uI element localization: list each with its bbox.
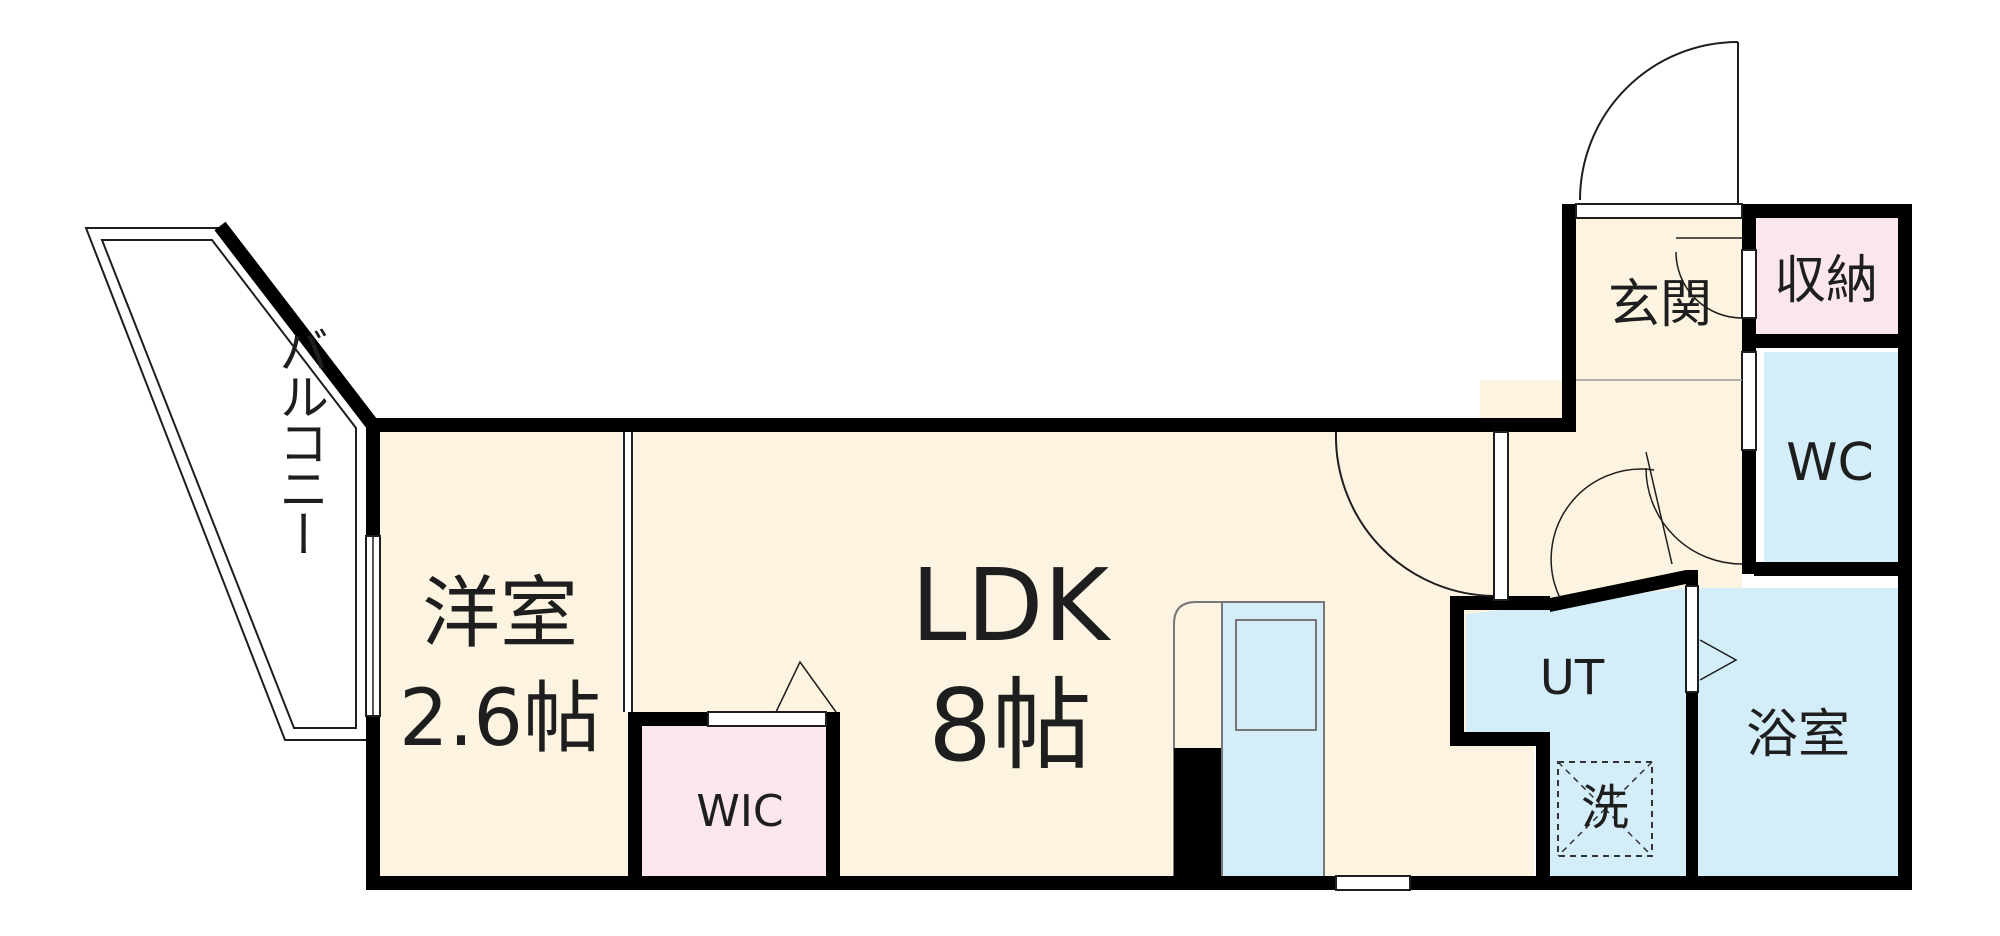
entrance-label: 玄関: [1608, 275, 1712, 335]
washer-label: 洗: [1581, 780, 1629, 836]
bathroom-floor: [1698, 588, 1898, 878]
storage-floor: [1754, 216, 1898, 340]
hall-floor: [1480, 380, 1742, 600]
front-door: [1579, 41, 1739, 204]
storage-label: 収納: [1774, 251, 1878, 311]
wic-door: [707, 660, 837, 727]
ut-label: UT: [1540, 650, 1605, 706]
western-room-size: 2.6帖: [399, 674, 601, 764]
ut-door: [1550, 468, 1655, 599]
wc-door: [1645, 351, 1757, 565]
balcony-window: [365, 535, 381, 717]
ldk-door: [1334, 431, 1509, 601]
wc-label: WC: [1786, 433, 1874, 493]
western-room-floor: [378, 430, 628, 878]
sliding-door-western-ldk: [622, 432, 634, 712]
bathroom-door: [1685, 585, 1738, 693]
western-room-name: 洋室: [422, 569, 578, 659]
wc-floor: [1764, 352, 1898, 570]
kitchen-counter: [1173, 601, 1325, 879]
interior-walls: [628, 204, 1912, 890]
entrance-threshold: [1575, 203, 1743, 219]
storage-door: [1675, 237, 1757, 319]
wic-floor: [640, 722, 840, 878]
balcony: [84, 221, 378, 741]
ut-floor: [1466, 588, 1686, 878]
balcony-label: バルコニー: [271, 325, 329, 555]
ldk-name: LDK: [911, 547, 1112, 664]
wic-label: WIC: [696, 786, 783, 837]
ldk-size: 8帖: [928, 667, 1092, 784]
washer-space: [1557, 761, 1653, 857]
bathroom-label: 浴室: [1746, 705, 1850, 765]
bottom-window: [1335, 875, 1411, 891]
